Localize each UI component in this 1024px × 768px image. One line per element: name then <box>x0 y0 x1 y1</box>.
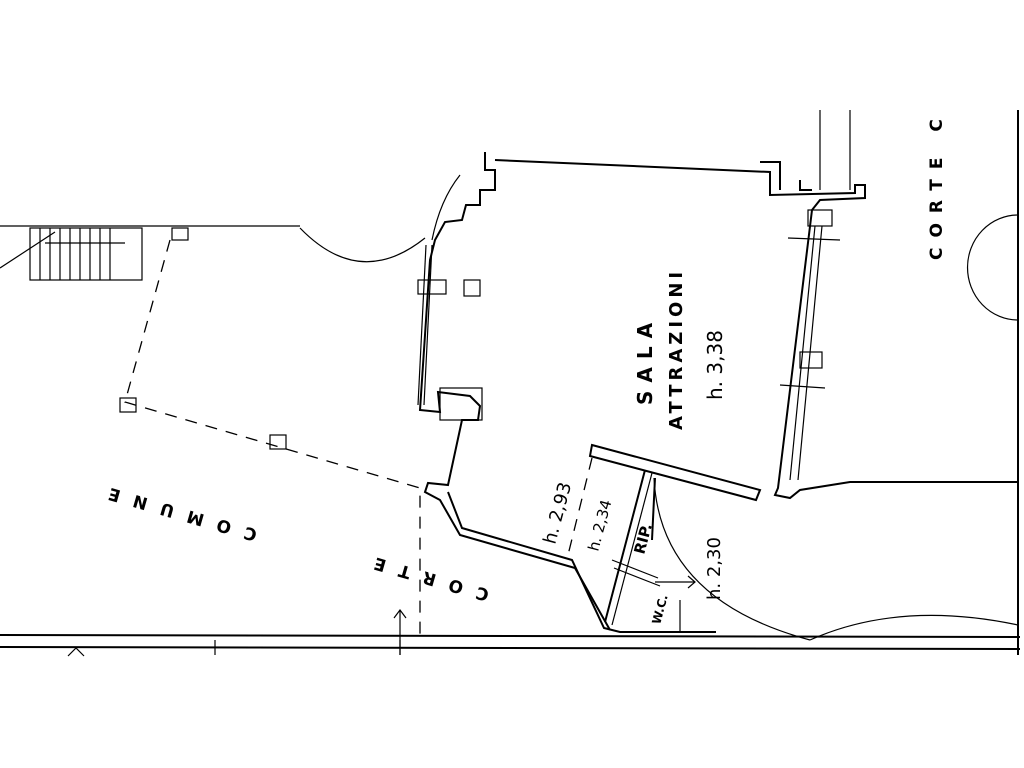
portico-outline <box>119 227 421 635</box>
room-height: h. 3,38 <box>703 330 727 400</box>
room-name-line2: ATTRAZIONI <box>666 268 687 430</box>
boundary-walls <box>0 110 1021 655</box>
courtyard-right-label: CORTE C <box>927 109 947 260</box>
staircase <box>0 227 143 281</box>
height-label-4: h. 2,30 <box>704 537 725 600</box>
room-walls <box>417 152 1018 633</box>
door-swings <box>299 174 1019 641</box>
height-label-3: h. 2,34 <box>584 498 615 553</box>
common-label: COMUNE <box>93 479 260 544</box>
courtyard-bottom-label: CORTE <box>359 549 492 605</box>
room-name-line1: SALA <box>633 315 657 405</box>
storage-label: RIP. <box>630 521 655 556</box>
arrows <box>67 575 696 657</box>
wc-label: W.C. <box>649 593 670 626</box>
height-label-2: h. 2,93 <box>540 480 577 546</box>
